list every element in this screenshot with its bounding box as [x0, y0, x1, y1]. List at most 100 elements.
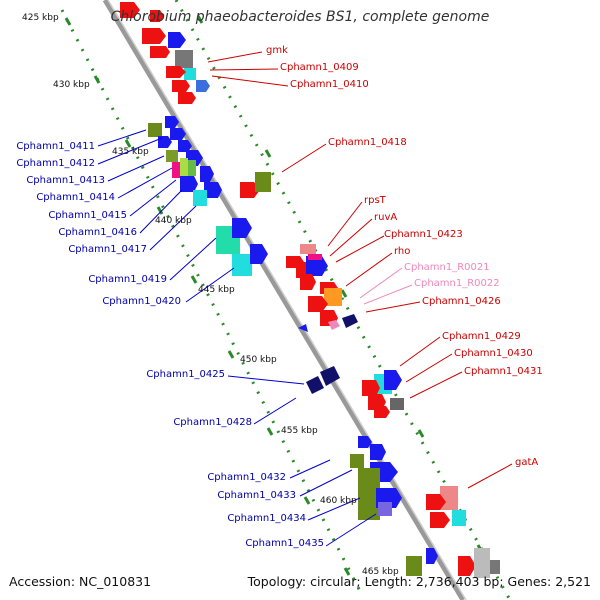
gene-label-right[interactable]: Cphamn1_0418: [328, 137, 407, 148]
gene-block: [184, 68, 196, 80]
gene-arrow: [358, 436, 372, 448]
gene-block: [308, 254, 322, 260]
gene-label-right[interactable]: Cphamn1_0423: [384, 229, 463, 240]
kbp-label: 450 kbp: [240, 355, 277, 365]
gene-label-left[interactable]: Cphamn1_0425: [146, 369, 225, 380]
gene-arrow: [320, 366, 340, 386]
gene-arrow: [178, 140, 192, 152]
gene-label-right[interactable]: Cphamn1_0431: [464, 366, 543, 377]
gene-arrow: [196, 80, 210, 92]
kbp-tick-marks: [64, 15, 484, 576]
gene-cluster-0425: [306, 366, 340, 394]
gene-label-right[interactable]: gatA: [515, 457, 539, 468]
gene-block: [193, 190, 207, 206]
gene-block: [406, 556, 422, 576]
gene-label-left[interactable]: Cphamn1_0420: [102, 296, 181, 307]
gene-block: [474, 548, 490, 578]
gene-arrow: [165, 116, 179, 128]
gene-arrow: [150, 10, 164, 22]
gene-label-right[interactable]: ruvA: [374, 212, 398, 223]
gene-arrow: [370, 444, 386, 460]
kbp-label: 440 kbp: [155, 216, 192, 226]
gene-label-right[interactable]: rpsT: [364, 195, 386, 206]
gene-label-left[interactable]: Cphamn1_0432: [207, 472, 286, 483]
gene-label-right[interactable]: Cphamn1_R0021: [404, 262, 490, 273]
gene-arrow: [384, 370, 402, 390]
gene-arrow: [430, 512, 450, 528]
gene-label-left[interactable]: Cphamn1_0433: [217, 490, 296, 501]
gene-arrow: [168, 32, 186, 48]
gene-arrow: [200, 166, 214, 182]
gene-block: [452, 510, 466, 526]
gene-label-left[interactable]: Cphamn1_0414: [36, 192, 115, 203]
gene-block: [188, 160, 196, 176]
gene-cluster-0429: [362, 370, 404, 418]
gene-label-right[interactable]: Cphamn1_0429: [442, 331, 521, 342]
gene-arrow: [426, 548, 438, 564]
gene-label-right[interactable]: Cphamn1_0426: [422, 296, 501, 307]
gene-cluster-rpst: [286, 244, 358, 332]
gene-arrow: [458, 556, 476, 576]
gene-arrow: [204, 182, 222, 198]
gene-arrow: [306, 256, 328, 276]
gene-arrow: [172, 80, 190, 92]
gene-label-left[interactable]: Cphamn1_0428: [173, 417, 252, 428]
gene-label-right[interactable]: Cphamn1_0409: [280, 62, 359, 73]
gene-arrow: [120, 2, 140, 18]
gene-cluster-0411: [148, 116, 222, 206]
gene-block: [300, 244, 316, 254]
kbp-label: 460 kbp: [320, 496, 357, 506]
gene-label-right[interactable]: Cphamn1_0410: [290, 79, 369, 90]
gene-arrow: [232, 218, 252, 238]
gene-arrow: [180, 176, 198, 192]
gene-cluster-0418: [240, 172, 271, 198]
gene-cluster-0432: [350, 436, 402, 520]
gene-label-right[interactable]: rho: [394, 246, 411, 257]
gene-label-left[interactable]: Cphamn1_0416: [58, 227, 137, 238]
gene-arrow: [142, 28, 166, 44]
gene-label-left[interactable]: Cphamn1_0413: [26, 175, 105, 186]
gene-arrow: [178, 92, 196, 104]
kbp-label: 425 kbp: [22, 13, 59, 23]
kbp-label: 430 kbp: [53, 80, 90, 90]
kbp-label: 465 kbp: [362, 567, 399, 577]
gene-label-right[interactable]: gmk: [266, 45, 288, 56]
kbp-label: 445 kbp: [198, 285, 235, 295]
gene-block: [175, 50, 193, 68]
gene-block: [390, 398, 404, 410]
gene-arrow: [170, 128, 186, 140]
gene-label-left[interactable]: Cphamn1_0434: [227, 513, 306, 524]
gene-label-left[interactable]: Cphamn1_0412: [16, 158, 95, 169]
gene-block: [324, 288, 342, 306]
gene-cluster-top: [120, 2, 210, 104]
gene-arrow: [362, 380, 380, 396]
gene-label-left[interactable]: Cphamn1_0419: [88, 274, 167, 285]
gene-arrow: [328, 320, 340, 330]
gene-arrow: [342, 314, 358, 328]
gene-cluster-gata: [426, 486, 466, 528]
gene-label-right[interactable]: Cphamn1_R0022: [414, 278, 500, 289]
gene-arrow: [158, 136, 172, 148]
gene-label-left[interactable]: Cphamn1_0417: [68, 244, 147, 255]
map-title: Chlorobium phaeobacteroides BS1, complet…: [110, 9, 490, 25]
accession-text: Accession: NC_010831: [9, 574, 152, 589]
left-callout-lines: [97, 129, 377, 547]
gene-block: [148, 123, 162, 137]
gene-block: [166, 150, 178, 162]
gene-label-right[interactable]: Cphamn1_0430: [454, 348, 533, 359]
gene-block: [358, 468, 380, 520]
gene-block: [180, 158, 188, 176]
kbp-label: 455 kbp: [281, 426, 318, 436]
gene-arrow: [150, 46, 170, 58]
gene-label-left[interactable]: Cphamn1_0411: [16, 141, 95, 152]
gene-label-left[interactable]: Cphamn1_0415: [48, 210, 127, 221]
gene-arrow: [426, 494, 446, 510]
gene-label-left[interactable]: Cphamn1_0435: [245, 538, 324, 549]
gene-arrow: [166, 66, 186, 78]
gene-block: [378, 502, 392, 516]
gene-arrow: [374, 406, 390, 418]
kbp-label: 435 kbp: [112, 147, 149, 157]
gene-block: [172, 162, 182, 178]
